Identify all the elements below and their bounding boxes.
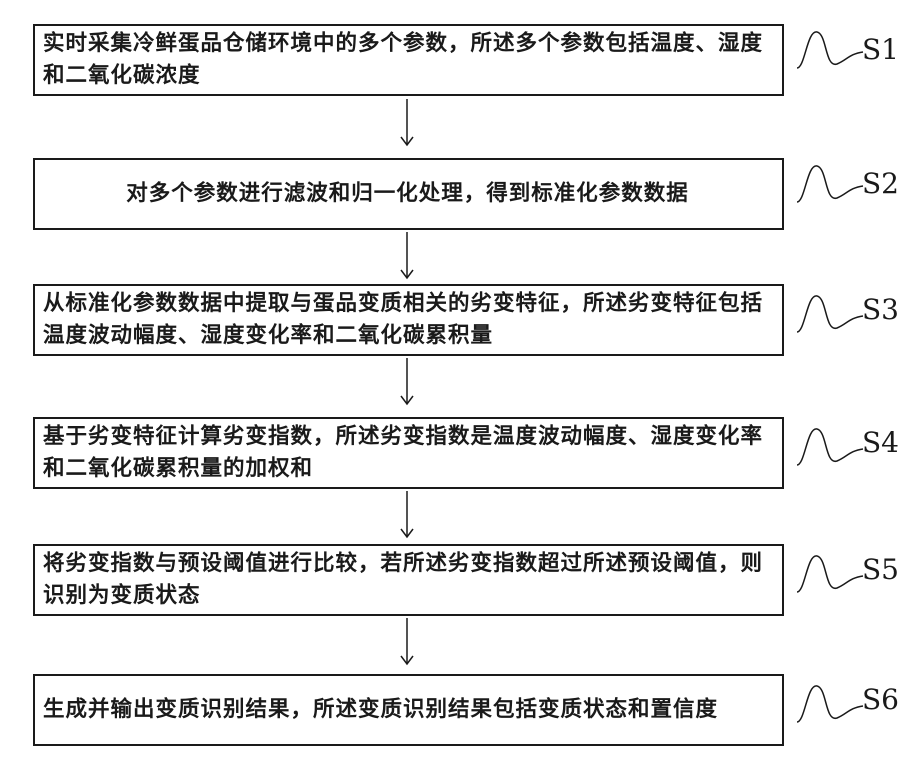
step-label-s1: S1 — [862, 34, 899, 66]
leader-line-s1 — [795, 24, 865, 74]
step-label-s6: S6 — [862, 684, 899, 716]
step-text-s6: 生成并输出变质识别结果，所述变质识别结果包括变质状态和置信度 — [43, 694, 718, 726]
step-box-s1: 实时采集冷鲜蛋品仓储环境中的多个参数，所述多个参数包括温度、湿度和二氧化碳浓度 — [33, 24, 784, 96]
step-box-s6: 生成并输出变质识别结果，所述变质识别结果包括变质状态和置信度 — [33, 674, 784, 746]
arrow-s2-s3 — [400, 232, 414, 280]
leader-line-s4 — [795, 421, 865, 471]
step-text-s4: 基于劣变特征计算劣变指数，所述劣变指数是温度波动幅度、湿度变化率和二氧化碳累积量… — [43, 421, 772, 485]
step-box-s3: 从标准化参数数据中提取与蛋品变质相关的劣变特征，所述劣变特征包括温度波动幅度、湿… — [33, 284, 784, 356]
step-label-s3: S3 — [862, 294, 899, 326]
leader-line-s2 — [795, 158, 865, 208]
step-label-s5: S5 — [862, 554, 899, 586]
arrow-s4-s5 — [400, 491, 414, 539]
leader-line-s3 — [795, 288, 865, 338]
step-text-s3: 从标准化参数数据中提取与蛋品变质相关的劣变特征，所述劣变特征包括温度波动幅度、湿… — [43, 288, 772, 352]
leader-line-s6 — [795, 678, 865, 728]
step-text-s5: 将劣变指数与预设阈值进行比较，若所述劣变指数超过所述预设阈值，则识别为变质状态 — [43, 548, 772, 612]
step-label-s4: S4 — [862, 427, 899, 459]
leader-line-s5 — [795, 548, 865, 598]
arrow-s1-s2 — [400, 99, 414, 147]
step-text-s1: 实时采集冷鲜蛋品仓储环境中的多个参数，所述多个参数包括温度、湿度和二氧化碳浓度 — [43, 28, 772, 92]
arrow-s5-s6 — [400, 618, 414, 666]
step-box-s2: 对多个参数进行滤波和归一化处理，得到标准化参数数据 — [33, 158, 784, 230]
step-label-s2: S2 — [862, 168, 899, 200]
step-box-s4: 基于劣变特征计算劣变指数，所述劣变指数是温度波动幅度、湿度变化率和二氧化碳累积量… — [33, 417, 784, 489]
arrow-s3-s4 — [400, 358, 414, 406]
step-box-s5: 将劣变指数与预设阈值进行比较，若所述劣变指数超过所述预设阈值，则识别为变质状态 — [33, 544, 784, 616]
step-text-s2: 对多个参数进行滤波和归一化处理，得到标准化参数数据 — [43, 178, 772, 210]
